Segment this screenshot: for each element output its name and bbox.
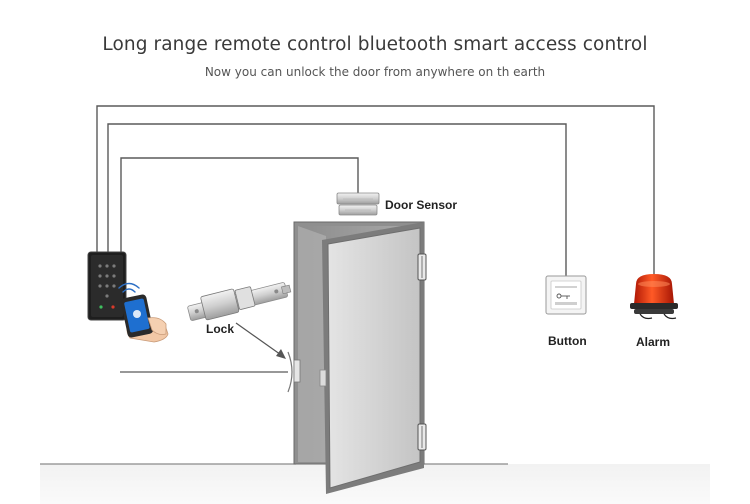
- bluetooth-signal-icon: [118, 282, 140, 293]
- reader-icon: [87, 251, 127, 321]
- alarm-label: Alarm: [636, 335, 670, 349]
- door-leaf: [322, 222, 424, 494]
- lock-pointer-arrow: [235, 322, 286, 359]
- button-icon: [545, 275, 587, 315]
- door-sensor-icon: [336, 192, 380, 216]
- wire-button: [107, 123, 567, 276]
- hinges: [417, 253, 427, 451]
- wires: [96, 105, 655, 278]
- phone-icon: [120, 294, 169, 343]
- button-label: Button: [548, 334, 587, 348]
- alarm-icon: [630, 274, 678, 320]
- door-sensor-label: Door Sensor: [385, 198, 457, 212]
- page-subtitle: Now you can unlock the door from anywher…: [204, 65, 546, 79]
- wire-alarm: [96, 105, 655, 278]
- lock-icon: [187, 282, 292, 321]
- lock-label: Lock: [206, 322, 234, 336]
- wire-door-sensor: [120, 157, 359, 252]
- strike-plate: [287, 351, 327, 393]
- page-title: Long range remote control bluetooth smar…: [102, 34, 648, 55]
